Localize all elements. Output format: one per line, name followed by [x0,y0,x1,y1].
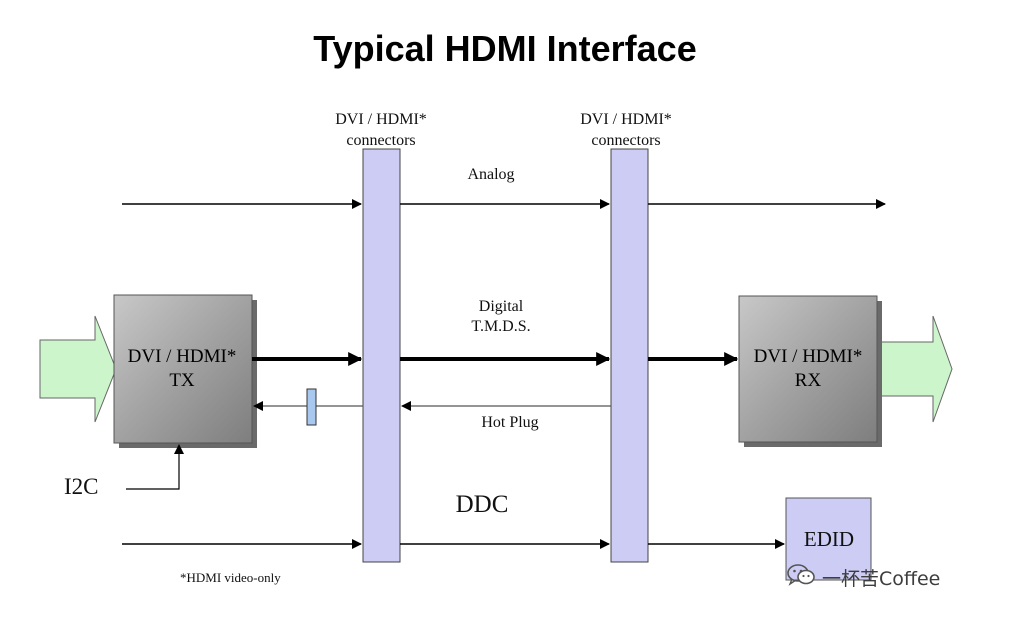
connector-label-left-line2: connectors [346,132,416,149]
wechat-icon [786,562,816,593]
digital-label: Digital T.M.D.S. [441,297,561,337]
i2c-label: I2C [64,474,99,499]
footnote: *HDMI video-only [180,570,281,585]
watermark: 一杯苦Coffee [786,563,940,591]
tx-label-line1: DVI / HDMI* [127,346,237,367]
tx-label-line2: TX [169,370,195,391]
rx-label-line2: RX [794,370,822,391]
rx-label-line1: DVI / HDMI* [753,346,863,367]
ddc-label: DDC [455,491,509,518]
digital-label-line1: Digital [478,298,524,315]
connector-bar-left [362,148,401,563]
i2c-line [126,444,184,490]
input-arrow [39,315,117,423]
analog-label: Analog [467,166,515,183]
rx-block [738,295,878,443]
connector-label-left-line1: DVI / HDMI* [335,111,427,128]
connector-bar-right [610,148,649,563]
edid-block [785,497,872,581]
hotplug-marker [306,388,317,426]
digital-label-line2: T.M.D.S. [471,318,531,335]
hotplug-label: Hot Plug [481,414,539,431]
connector-label-right-line1: DVI / HDMI* [580,111,672,128]
diagram-title: Typical HDMI Interface [313,28,697,69]
tx-label: DVI / HDMI* TX [114,345,250,393]
output-arrow [877,315,953,423]
tx-block [113,294,253,444]
watermark-text: 一杯苦Coffee [822,567,941,590]
rx-label: DVI / HDMI* RX [740,345,876,393]
connector-label-right-line2: connectors [591,132,661,149]
edid-label: EDID [803,527,855,551]
connector-label-left: DVI / HDMI* connectors [301,109,461,151]
connector-label-right: DVI / HDMI* connectors [546,109,706,151]
